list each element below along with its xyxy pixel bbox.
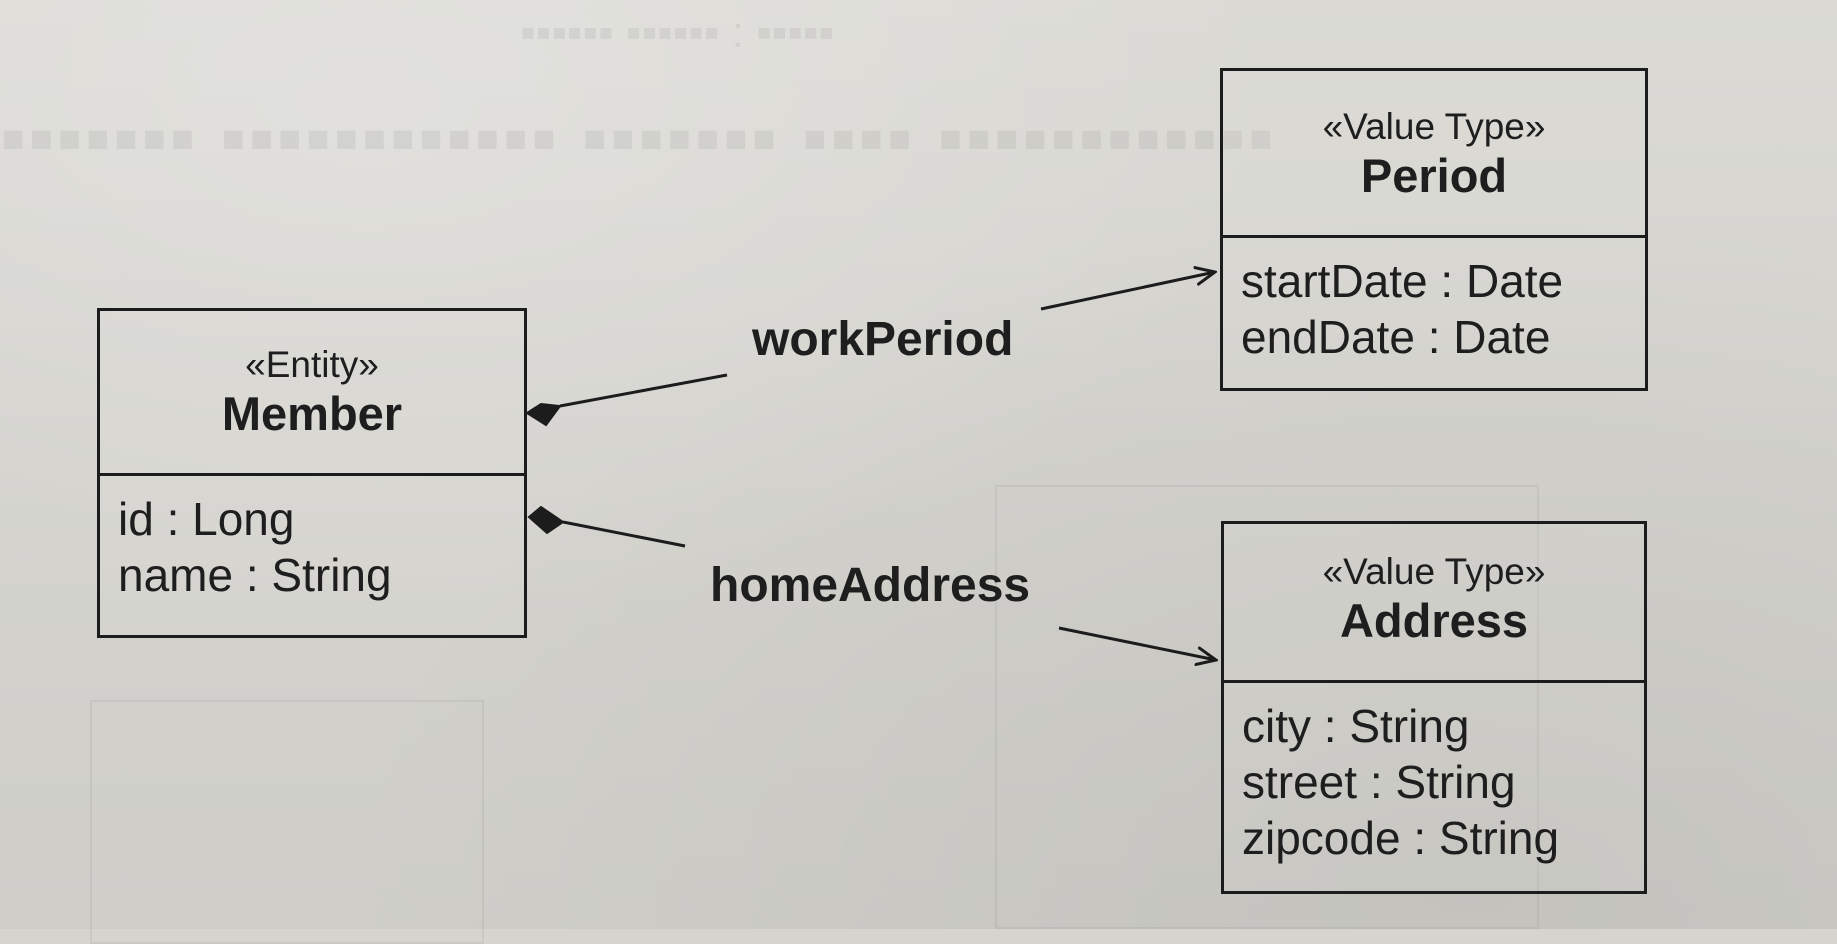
association-label-workperiod: workPeriod [752,313,1014,366]
association-line-homeaddress [562,520,686,548]
composition-diamond-workperiod [525,402,562,427]
association-line-workperiod [559,373,728,408]
period-attribute-enddate: endDate : Date [1241,311,1551,363]
composition-diamond-homeaddress [527,505,565,535]
period-attribute-startdate: startDate : Date [1241,255,1564,307]
address-attributes: city : String street : String zipcode : … [1224,683,1644,866]
association-label-homeaddress: homeAddress [710,559,1031,612]
period-class-header: «Value Type» Period [1223,71,1645,238]
period-stereotype: «Value Type» [1322,106,1546,147]
member-attribute-id: id : Long [118,493,295,545]
address-attribute-zipcode: zipcode : String [1242,812,1560,864]
member-stereotype: «Entity» [245,344,379,385]
address-class-box: «Value Type» Address city : String stree… [1221,521,1647,894]
address-attribute-city: city : String [1242,700,1470,752]
address-stereotype: «Value Type» [1322,551,1546,592]
period-class-box: «Value Type» Period startDate : Date end… [1220,68,1648,391]
address-class-header: «Value Type» Address [1224,524,1644,683]
address-attribute-street: street : String [1242,756,1516,808]
association-arrow-homeaddress [1058,626,1216,660]
member-class-header: «Entity» Member [100,311,524,476]
member-attribute-name: name : String [118,549,392,601]
address-class-name: Address [1339,594,1529,647]
member-class-name: Member [221,387,403,440]
member-class-box: «Entity» Member id : Long name : String [97,308,527,638]
member-attributes: id : Long name : String [100,476,524,603]
period-attributes: startDate : Date endDate : Date [1223,238,1645,365]
period-class-name: Period [1360,149,1508,202]
association-arrow-workperiod [1040,272,1215,311]
